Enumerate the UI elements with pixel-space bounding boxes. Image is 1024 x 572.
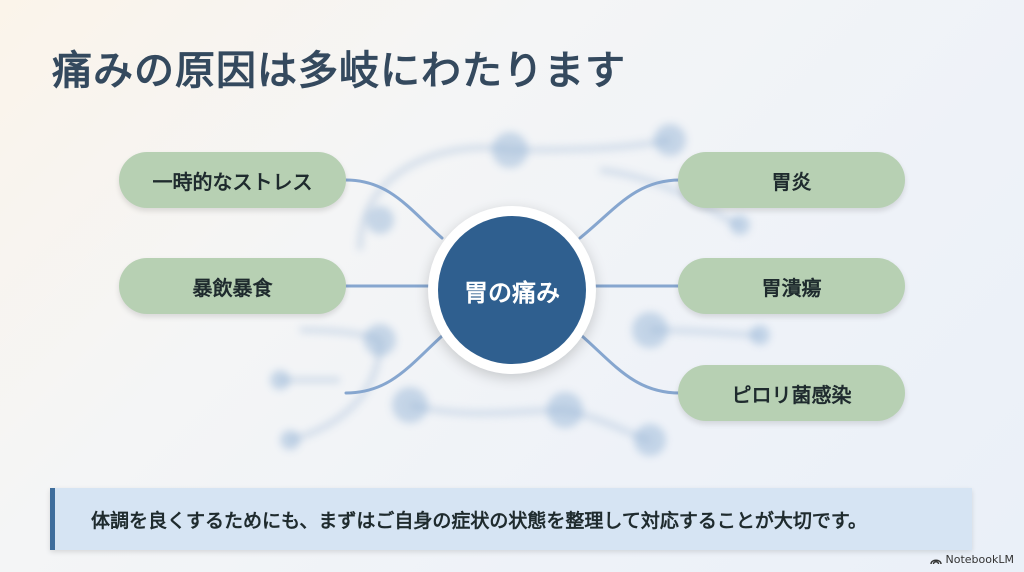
brand-logo: NotebookLM bbox=[929, 553, 1014, 566]
footer-text: 体調を良くするためにも、まずはご自身の症状の状態を整理して対応することが大切です… bbox=[91, 509, 867, 532]
footer-note: 体調を良くするためにも、まずはご自身の症状の状態を整理して対応することが大切です… bbox=[50, 488, 972, 550]
slide-title: 痛みの原因は多岐にわたります bbox=[52, 48, 626, 94]
connector-gastritis bbox=[578, 178, 682, 240]
connector-stress bbox=[344, 178, 444, 240]
connector-lower-left bbox=[344, 334, 444, 395]
brand-name: NotebookLM bbox=[945, 553, 1014, 566]
cause-item-gastritis: 胃炎 bbox=[678, 152, 905, 208]
center-node: 胃の痛み bbox=[438, 216, 586, 364]
background-nodes bbox=[270, 124, 770, 456]
cause-item-pylori: ピロリ菌感染 bbox=[678, 365, 905, 421]
notebooklm-icon bbox=[929, 559, 942, 564]
cause-item-overeating: 暴飲暴食 bbox=[119, 258, 346, 314]
connector-pylori bbox=[580, 334, 682, 395]
cause-item-ulcer: 胃潰瘍 bbox=[678, 258, 905, 314]
cause-item-stress: 一時的なストレス bbox=[119, 152, 346, 208]
